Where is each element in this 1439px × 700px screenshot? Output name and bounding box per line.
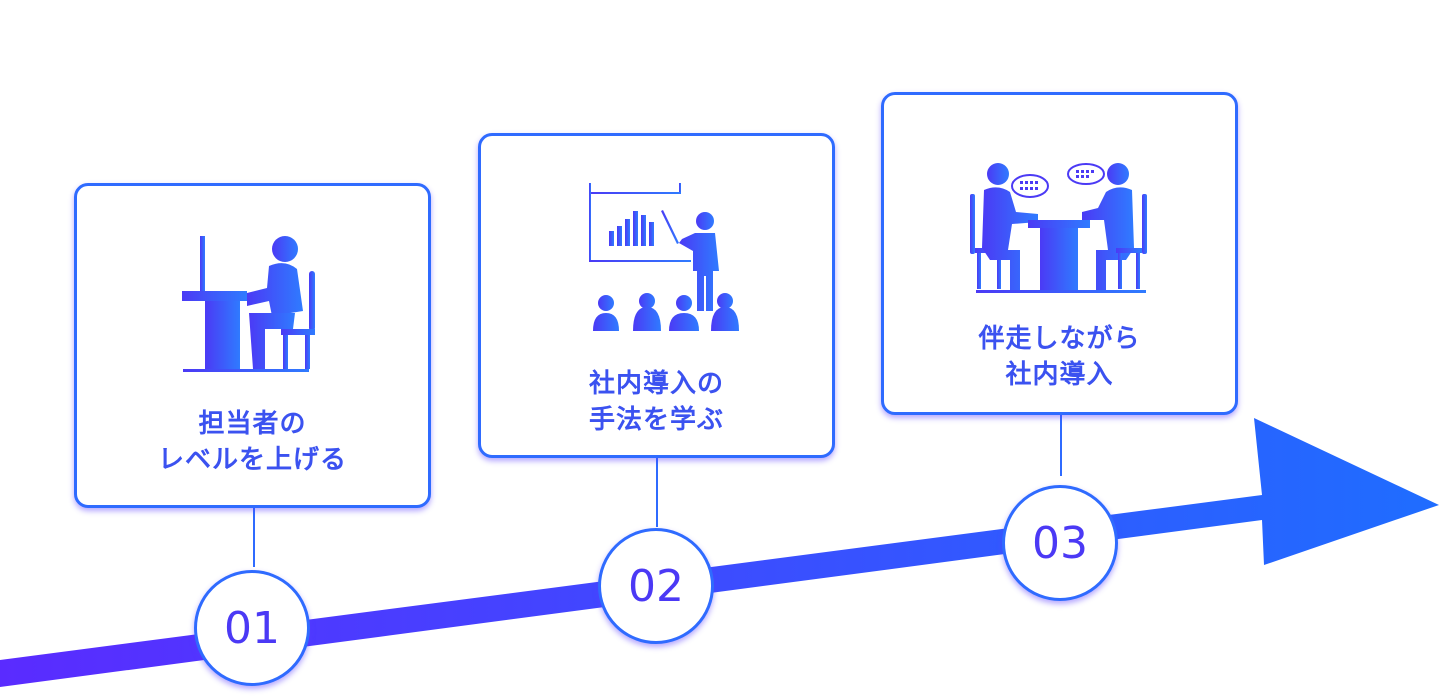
step-connector (253, 505, 255, 567)
step-number-badge: 02 (598, 528, 714, 644)
label-line: 社内導入の (588, 369, 724, 399)
label-line: 伴走しながら (978, 324, 1141, 354)
label-line: 手法を学ぶ (588, 405, 724, 435)
step-card-2: 社内導入の 手法を学ぶ (478, 133, 835, 458)
step-connector (1060, 412, 1062, 476)
step-connector (656, 455, 658, 527)
desk-worker-icon (182, 236, 315, 372)
step-label: 伴走しながら 社内導入 (884, 321, 1235, 393)
step-card-1: 担当者の レベルを上げる (74, 183, 431, 508)
step-card-3: 伴走しながら 社内導入 (881, 92, 1238, 415)
step-number-badge: 03 (1002, 485, 1118, 601)
consultation-icon (970, 163, 1147, 293)
step-label: 担当者の レベルを上げる (77, 406, 428, 478)
label-line: 社内導入 (1005, 360, 1114, 390)
label-line: 担当者の (198, 409, 307, 439)
presentation-icon (589, 183, 739, 331)
step-number-badge: 01 (194, 570, 310, 686)
label-line: レベルを上げる (157, 445, 347, 475)
step-label: 社内導入の 手法を学ぶ (481, 366, 832, 438)
